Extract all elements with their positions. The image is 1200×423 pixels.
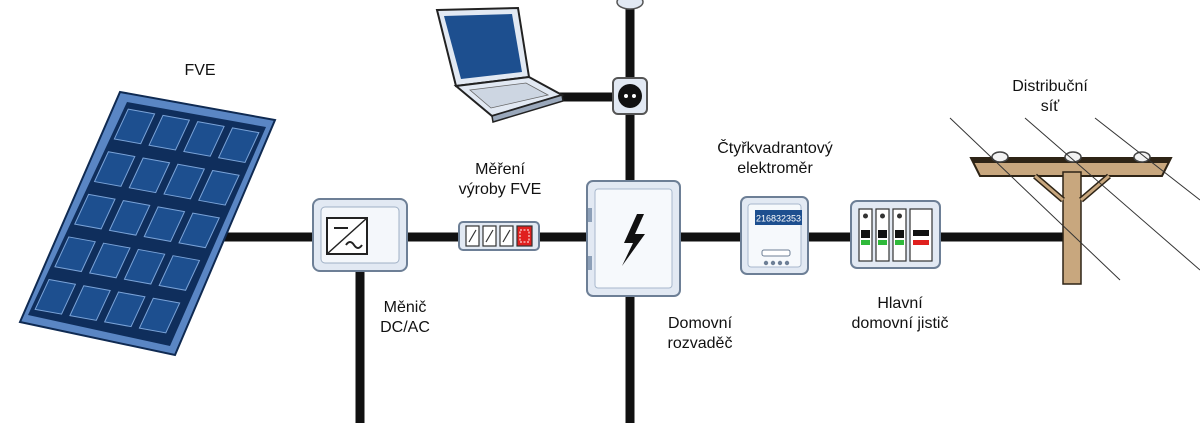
solar-cell — [108, 200, 151, 236]
inverter-icon — [312, 198, 408, 272]
socket-icon — [612, 77, 648, 115]
label-distribution-board-line2: rozvaděč — [667, 335, 733, 352]
solar-cell — [128, 157, 171, 194]
label-pv-array: FVE — [184, 62, 216, 79]
label-main-breaker: Hlavní domovní jistič — [835, 294, 965, 334]
electricity-meter-icon: 216832353 — [740, 196, 809, 275]
label-four-quadrant-meter: Čtyřkvadrantový elektroměr — [700, 139, 850, 179]
solar-cell — [113, 108, 156, 145]
label-inverter-line1: Měnič — [383, 299, 427, 316]
label-grid: Distribuční síť — [1000, 77, 1100, 117]
label-inverter: Měnič DC/AC — [370, 298, 440, 338]
solar-cell — [103, 291, 146, 328]
label-grid-line2: síť — [1040, 98, 1060, 115]
solar-cell — [34, 278, 77, 315]
solar-cell — [74, 193, 116, 230]
label-distribution-board: Domovní rozvaděč — [655, 314, 745, 354]
solar-cell — [158, 255, 201, 291]
label-four-quadrant-meter-line1: Čtyřkvadrantový — [717, 140, 833, 157]
solar-cell — [163, 163, 206, 200]
label-production-meter: Měření výroby FVE — [445, 160, 555, 200]
label-production-meter-line2: výroby FVE — [458, 181, 542, 198]
distribution-board-icon — [586, 180, 681, 297]
solar-cell — [198, 169, 240, 206]
solar-cell — [143, 206, 186, 242]
label-production-meter-line1: Měření — [475, 161, 525, 178]
laptop-icon — [435, 6, 565, 123]
solar-cell — [148, 114, 191, 151]
label-grid-line1: Distribuční — [1012, 78, 1088, 95]
solar-panel-icon — [18, 90, 277, 357]
lightning-icon — [622, 214, 645, 266]
label-distribution-board-line1: Domovní — [667, 315, 733, 332]
utility-pole-icon — [949, 117, 1200, 285]
meter-display: 216832353 — [756, 214, 801, 224]
solar-cell — [178, 212, 220, 249]
production-meter-icon — [458, 221, 540, 251]
label-inverter-line2: DC/AC — [380, 319, 430, 336]
solar-cell — [88, 242, 131, 279]
solar-cell — [183, 121, 225, 157]
bulb-icon — [616, 0, 644, 10]
circuit-breaker-icon — [850, 200, 941, 269]
solar-cell — [54, 236, 96, 273]
solar-cell — [69, 285, 111, 321]
solar-cell — [217, 127, 260, 164]
solar-cell — [93, 151, 136, 187]
label-main-breaker-line1: Hlavní — [877, 295, 923, 312]
label-four-quadrant-meter-line2: elektroměr — [737, 160, 813, 177]
label-main-breaker-line2: domovní jistič — [851, 315, 949, 332]
solar-cell — [123, 248, 166, 285]
solar-cell — [138, 297, 181, 334]
